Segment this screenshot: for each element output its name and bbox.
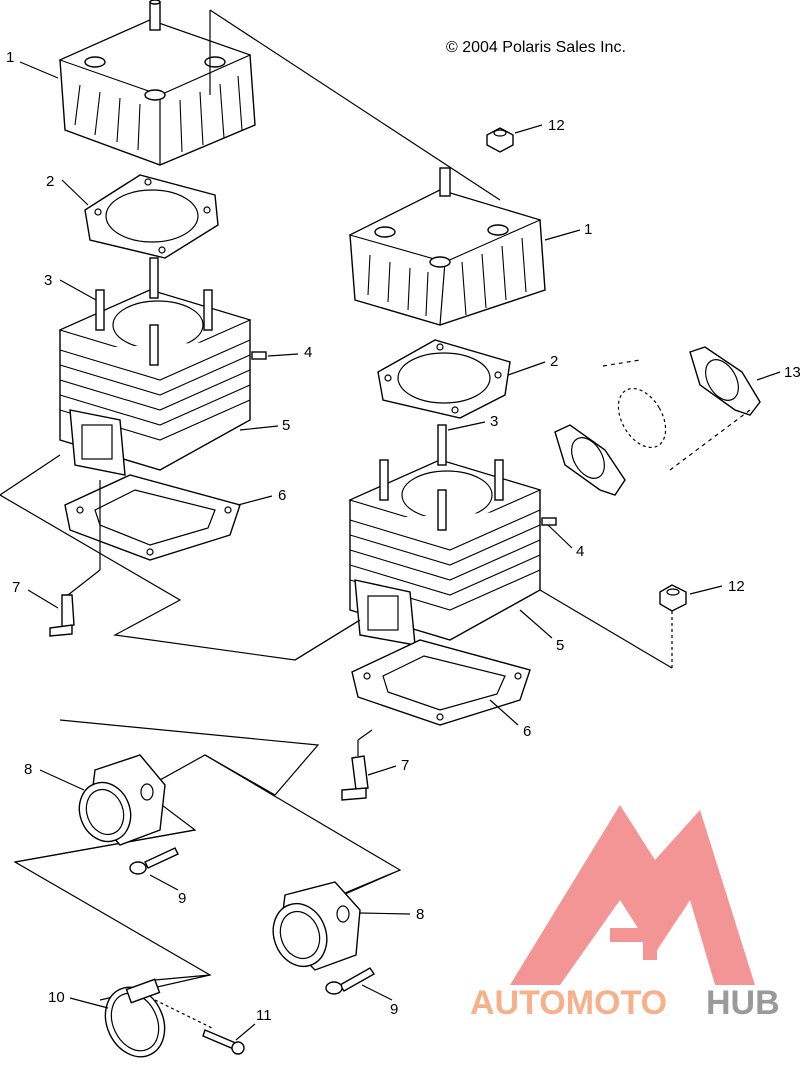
leader-2b	[507, 361, 546, 376]
leader-1a	[19, 61, 59, 79]
head-gasket-left	[84, 174, 219, 259]
fitting-left	[49, 480, 101, 637]
exhaust-gasket-13	[554, 346, 761, 496]
intake-flange-left	[78, 754, 166, 846]
label-4a: 4	[304, 344, 312, 361]
leader-6a	[237, 495, 273, 506]
bolt-left	[129, 847, 179, 875]
leader-6b	[489, 699, 519, 726]
label-2a: 2	[46, 173, 54, 190]
label-8a: 8	[24, 761, 32, 778]
head-gasket-right	[377, 339, 511, 419]
leader-10	[69, 997, 109, 1009]
intake-flange-right	[272, 881, 361, 971]
leader-12a	[514, 124, 543, 134]
leader-5b	[519, 609, 553, 639]
leader-12b	[689, 585, 723, 595]
watermark-text-1: AUTOMOTO	[470, 984, 667, 1022]
label-12a: 12	[548, 117, 565, 134]
label-6b: 6	[523, 723, 531, 740]
label-3b: 3	[490, 413, 498, 430]
leader-9b	[361, 984, 393, 1001]
label-10: 10	[48, 989, 65, 1006]
hose-clamp	[104, 978, 166, 1058]
label-1a: 1	[6, 49, 14, 66]
bolt-right	[325, 967, 375, 995]
cylinder-right	[348, 424, 557, 646]
watermark-logo	[510, 805, 755, 985]
label-1b: 1	[584, 221, 592, 238]
label-9b: 9	[390, 1001, 398, 1018]
leader-7a	[27, 589, 59, 609]
leader-5a	[239, 425, 279, 431]
label-12b: 12	[728, 578, 745, 595]
label-2b: 2	[550, 353, 558, 370]
label-6a: 6	[278, 487, 286, 504]
label-9a: 9	[178, 890, 186, 907]
leader-2a	[61, 179, 89, 206]
watermark-text-2: HUB	[706, 984, 780, 1022]
label-13: 13	[784, 364, 800, 381]
label-4b: 4	[576, 543, 584, 560]
leader-9a	[149, 874, 179, 891]
label-7a: 7	[12, 579, 20, 596]
label-5b: 5	[556, 637, 564, 654]
clamp-screw	[154, 999, 245, 1055]
cylinder-head-right	[348, 167, 546, 326]
cylinder-left	[58, 257, 267, 476]
leader-7b	[367, 765, 397, 776]
leader-13	[756, 371, 781, 381]
nut-right	[659, 584, 687, 668]
cylinder-head-left	[58, 0, 256, 166]
assembly-line-intake-right	[14, 754, 402, 981]
leader-4b	[547, 524, 573, 549]
label-3a: 3	[44, 272, 52, 289]
assembly-line-diagonal	[209, 9, 501, 201]
fitting-right	[341, 729, 373, 801]
copyright-text: © 2004 Polaris Sales Inc.	[446, 39, 626, 56]
assembly-line-exhaust	[602, 359, 751, 471]
leader-11	[235, 1023, 256, 1041]
label-5a: 5	[282, 417, 290, 434]
base-gasket-left	[64, 474, 241, 561]
label-11: 11	[256, 1007, 272, 1024]
leader-3b	[447, 421, 486, 431]
base-gasket-right	[351, 639, 531, 726]
leader-1b	[544, 229, 581, 241]
assembly-line-right	[294, 589, 673, 669]
label-8b: 8	[416, 906, 424, 923]
leader-3a	[59, 279, 97, 301]
nut-top	[486, 127, 514, 153]
leader-8a	[39, 769, 85, 791]
leader-4a	[267, 353, 299, 357]
leader-8b	[359, 912, 411, 915]
label-7b: 7	[401, 757, 409, 774]
